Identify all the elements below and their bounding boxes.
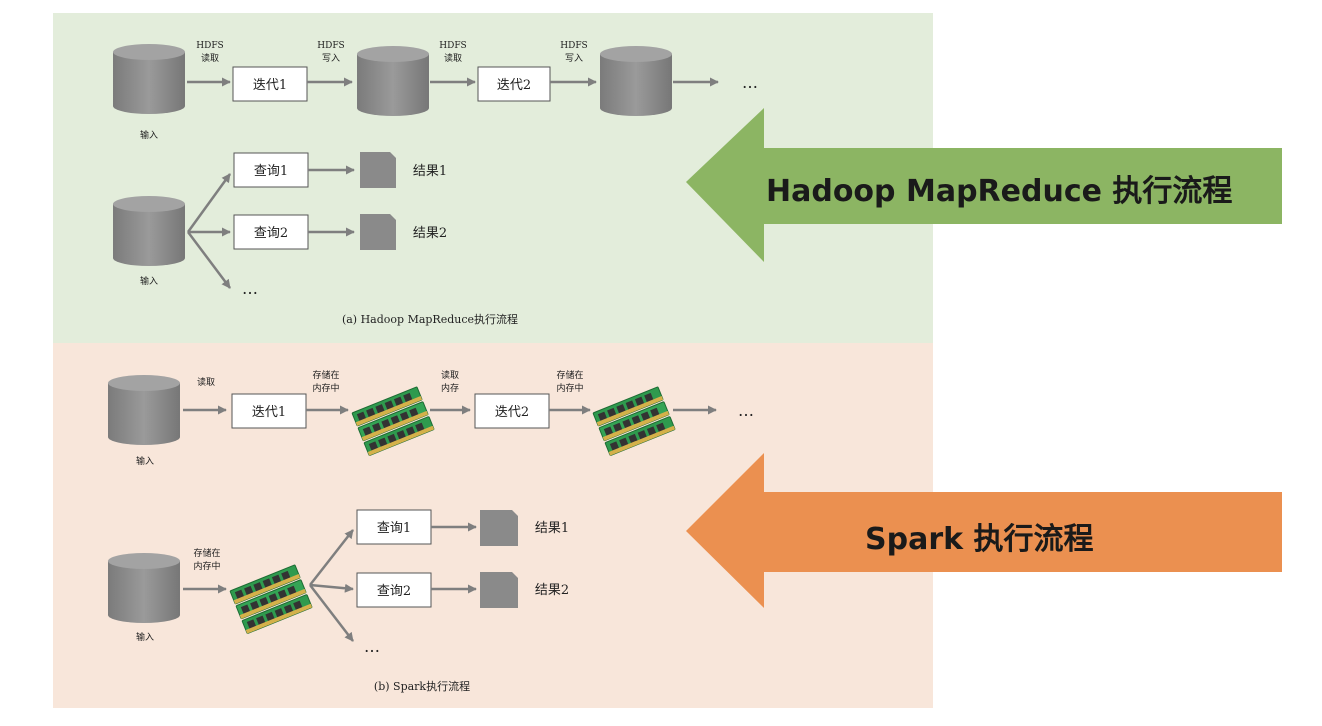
spark-query1-label: 查询1 (377, 521, 411, 536)
hdfs-write-label-2a: HDFS (560, 41, 587, 51)
hadoop-intermediate-db-1 (357, 46, 429, 116)
spark-read-label: 读取 (197, 376, 215, 388)
spark-result1-file (480, 510, 518, 546)
spark-result2-file (480, 572, 518, 608)
spark-memory-module-2 (592, 386, 676, 457)
hadoop-iter1-label: 迭代1 (253, 78, 287, 93)
hdfs-read-label-2b: 读取 (444, 52, 462, 64)
hadoop-callout-label: Hadoop MapReduce 执行流程 (766, 174, 1233, 209)
spark-read-mem-label-b: 内存 (441, 382, 459, 394)
hadoop-intermediate-db-2 (600, 46, 672, 116)
hadoop-row-ellipsis: … (742, 73, 758, 92)
spark-row-ellipsis: … (738, 401, 754, 420)
hadoop-input-db-1 (113, 44, 185, 114)
spark-store-label-3a: 存储在 (193, 547, 220, 559)
hadoop-query2-box (233, 214, 309, 250)
hadoop-result2-file (360, 214, 396, 250)
spark-input-db-1 (108, 375, 180, 445)
spark-result2-label: 结果2 (535, 583, 569, 598)
hdfs-write-label-2b: 写入 (565, 53, 583, 64)
hadoop-iter1-box (232, 66, 308, 102)
hadoop-query1-label: 查询1 (254, 164, 288, 179)
hdfs-write-label-1b: 写入 (322, 53, 340, 64)
spark-iter2-label: 迭代2 (495, 405, 529, 420)
hadoop-diagram: 输入 HDFS 读取 迭代1 HDFS 写入 HDFS 读取 迭代2 HDFS … (113, 41, 758, 326)
hdfs-read-label-2a: HDFS (439, 41, 466, 51)
arrow-spark-to-query2 (309, 583, 354, 593)
hadoop-query2-label: 查询2 (254, 226, 288, 241)
hadoop-result2-label: 结果2 (413, 226, 447, 241)
hadoop-callout-arrow (686, 108, 1282, 262)
hadoop-input-db-2 (113, 196, 185, 266)
spark-diagram: 输入 读取 迭代1 存储在 内存中 读取 内存 迭代2 存储在 内存中 … 输入… (108, 369, 754, 693)
spark-store-label-2b: 内存中 (556, 382, 583, 394)
arrow-spark-to-more-queries (309, 584, 354, 642)
spark-read-mem-label-a: 读取 (441, 369, 459, 381)
spark-iter2-box (474, 393, 550, 429)
arrow-to-query1 (186, 173, 232, 233)
spark-input-label-2: 输入 (136, 631, 154, 643)
spark-caption: (b) Spark执行流程 (374, 679, 470, 693)
hadoop-input-label-2: 输入 (140, 275, 158, 287)
hadoop-iter2-box (477, 66, 551, 102)
hdfs-write-label-1a: HDFS (317, 41, 344, 51)
hadoop-query1-box (233, 152, 309, 188)
spark-store-label-3b: 内存中 (193, 560, 220, 572)
spark-callout-label: Spark 执行流程 (865, 522, 1094, 557)
spark-callout-arrow (686, 453, 1282, 608)
spark-iter1-label: 迭代1 (252, 405, 286, 420)
hadoop-result1-label: 结果1 (413, 164, 447, 179)
arrow-to-more-queries (187, 231, 231, 289)
spark-store-label-1a: 存储在 (312, 369, 339, 381)
hadoop-result1-file (360, 152, 396, 188)
spark-branch-ellipsis: … (364, 637, 380, 656)
spark-memory-module-1 (351, 386, 435, 457)
hadoop-caption: (a) Hadoop MapReduce执行流程 (342, 312, 518, 326)
spark-input-label-1: 输入 (136, 455, 154, 467)
spark-store-label-1b: 内存中 (312, 382, 339, 394)
hdfs-read-label-1a: HDFS (196, 41, 223, 51)
spark-result1-label: 结果1 (535, 521, 569, 536)
arrow-spark-to-query1 (309, 529, 354, 586)
spark-query2-box (356, 572, 432, 608)
spark-iter1-box (231, 393, 307, 429)
hadoop-iter2-label: 迭代2 (497, 78, 531, 93)
spark-query2-label: 查询2 (377, 584, 411, 599)
spark-store-label-2a: 存储在 (556, 369, 583, 381)
hdfs-read-label-1b: 读取 (201, 52, 219, 64)
hadoop-branch-ellipsis: … (242, 279, 258, 298)
spark-input-db-2 (108, 553, 180, 623)
hadoop-input-label-1: 输入 (140, 129, 158, 141)
spark-memory-module-3 (229, 564, 313, 635)
